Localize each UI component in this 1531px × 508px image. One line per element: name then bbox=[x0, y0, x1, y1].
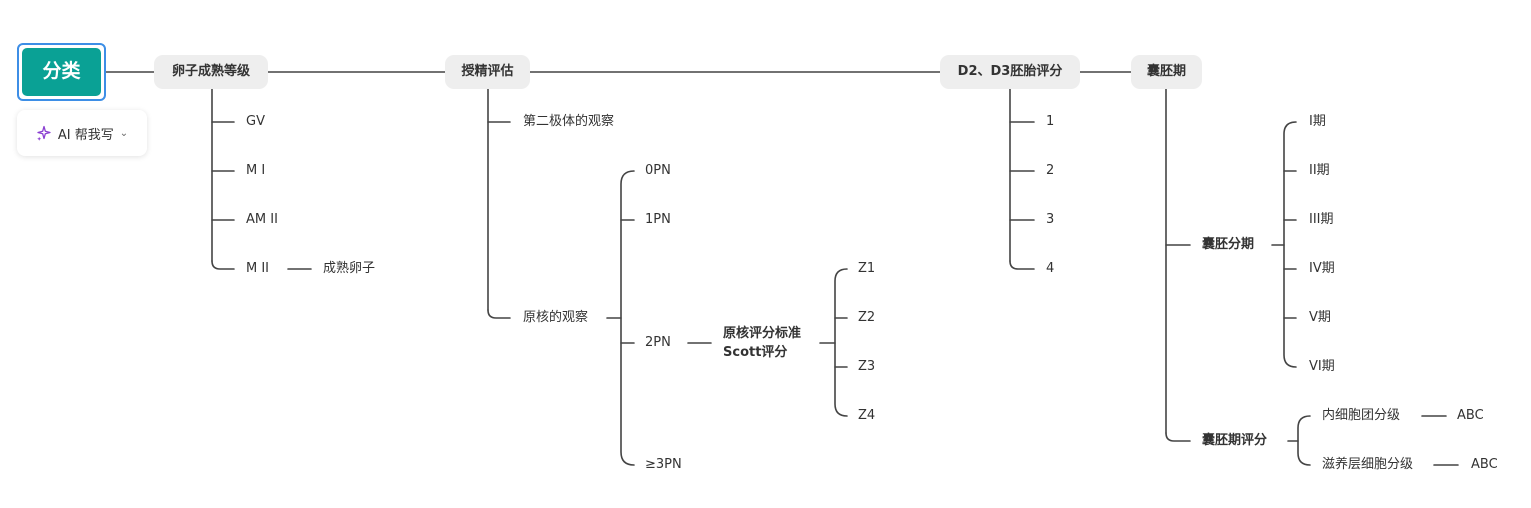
node-2pn[interactable]: 2PN bbox=[645, 335, 671, 350]
node-3pn[interactable]: ≥3PN bbox=[645, 457, 682, 472]
node-blastocyst[interactable]: 囊胚期 bbox=[1131, 55, 1202, 89]
node-z3[interactable]: Z3 bbox=[858, 359, 876, 374]
node-stage-5[interactable]: V期 bbox=[1309, 310, 1331, 325]
node-scott-score[interactable]: 原核评分标准 Scott评分 bbox=[723, 324, 801, 362]
node-0pn[interactable]: 0PN bbox=[645, 163, 671, 178]
node-score-1[interactable]: 1 bbox=[1046, 114, 1055, 129]
sparkle-icon bbox=[37, 125, 51, 141]
node-score-4[interactable]: 4 bbox=[1046, 261, 1055, 276]
node-stage-1[interactable]: I期 bbox=[1309, 114, 1326, 129]
node-te-abc[interactable]: ABC bbox=[1471, 457, 1498, 472]
node-gv[interactable]: GV bbox=[246, 114, 265, 129]
node-score-2[interactable]: 2 bbox=[1046, 163, 1055, 178]
root-node[interactable]: 分类 bbox=[22, 48, 101, 96]
ai-write-label: AI 帮我写 bbox=[57, 127, 114, 143]
node-score-3[interactable]: 3 bbox=[1046, 212, 1055, 227]
node-icm-grade[interactable]: 内细胞团分级 bbox=[1322, 408, 1401, 423]
node-stage-6[interactable]: VI期 bbox=[1309, 359, 1335, 374]
root-node-selection[interactable]: 分类 bbox=[17, 43, 106, 101]
node-te-grade[interactable]: 滋养层细胞分级 bbox=[1322, 457, 1414, 472]
node-z1[interactable]: Z1 bbox=[858, 261, 876, 276]
node-egg-maturity[interactable]: 卵子成熟等级 bbox=[154, 55, 268, 89]
node-fertilization[interactable]: 授精评估 bbox=[445, 55, 530, 89]
node-am2[interactable]: AM II bbox=[246, 212, 278, 227]
node-embryo-score[interactable]: D2、D3胚胎评分 bbox=[940, 55, 1080, 89]
scott-score-line2: Scott评分 bbox=[723, 345, 788, 360]
node-1pn[interactable]: 1PN bbox=[645, 212, 671, 227]
node-z2[interactable]: Z2 bbox=[858, 310, 876, 325]
node-polar-body[interactable]: 第二极体的观察 bbox=[523, 114, 615, 129]
node-stage-4[interactable]: IV期 bbox=[1309, 261, 1335, 276]
node-m2[interactable]: M II bbox=[246, 261, 270, 276]
node-stage-3[interactable]: III期 bbox=[1309, 212, 1334, 227]
scott-score-line1: 原核评分标准 bbox=[723, 326, 802, 341]
node-mature-egg[interactable]: 成熟卵子 bbox=[323, 261, 376, 276]
node-blastocyst-staging[interactable]: 囊胚分期 bbox=[1202, 237, 1255, 252]
ai-write-button[interactable]: AI 帮我写 ⌄ bbox=[17, 110, 147, 156]
node-pronucleus[interactable]: 原核的观察 bbox=[523, 310, 589, 325]
chevron-down-icon: ⌄ bbox=[119, 127, 129, 139]
node-blastocyst-grading[interactable]: 囊胚期评分 bbox=[1202, 433, 1268, 448]
node-stage-2[interactable]: II期 bbox=[1309, 163, 1330, 178]
node-z4[interactable]: Z4 bbox=[858, 408, 876, 423]
node-icm-abc[interactable]: ABC bbox=[1457, 408, 1484, 423]
node-m1[interactable]: M I bbox=[246, 163, 266, 178]
